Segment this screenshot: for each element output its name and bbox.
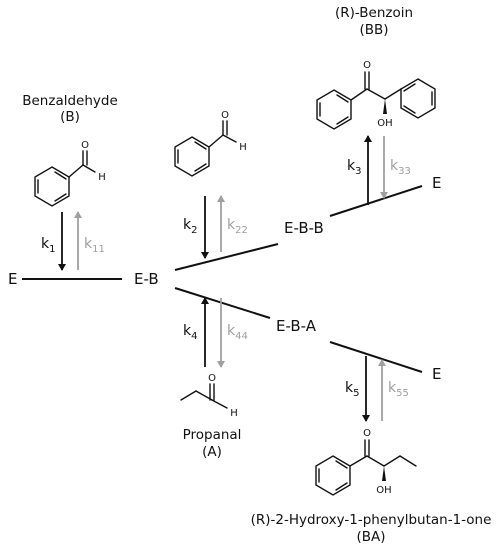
- k44-sub: 44: [235, 331, 248, 342]
- k5-sub: 5: [353, 388, 359, 399]
- k2-sub: 2: [191, 225, 197, 236]
- benzaldehyde-structure-left: O H: [34, 140, 106, 207]
- label-k4: k4: [183, 323, 197, 342]
- label-k5: k5: [345, 380, 359, 399]
- benzaldehyde-abbr: (B): [60, 109, 80, 125]
- k4-base: k: [183, 323, 192, 339]
- label-k44: k44: [227, 323, 248, 342]
- species-e-lower-right: E: [432, 365, 441, 383]
- benzene-ring-right: [400, 78, 436, 119]
- species-eb: E-B: [134, 270, 159, 288]
- k33-base: k: [390, 158, 399, 174]
- propanal-structure: O H: [180, 373, 238, 419]
- k3-sub: 3: [355, 166, 361, 177]
- k3-base: k: [347, 158, 356, 174]
- aldehyde-hydrogen-atom: H: [98, 172, 106, 183]
- hpp-name: (R)-2-Hydroxy-1-phenylbutan-1-one: [251, 512, 492, 528]
- benzoin-name: (R)-Benzoin: [335, 5, 413, 21]
- carbonyl-oxygen-atom: O: [363, 428, 371, 439]
- k44-base: k: [227, 323, 236, 339]
- benzaldehyde-name: Benzaldehyde: [22, 93, 118, 109]
- benzoin-abbr: (BB): [359, 22, 388, 38]
- branch-eb-to-eba: [174, 287, 271, 319]
- label-k55: k55: [388, 380, 409, 399]
- benzene-ring: [174, 136, 210, 177]
- k33-sub: 33: [398, 166, 411, 177]
- label-k11: k11: [84, 236, 105, 255]
- k2-base: k: [183, 217, 192, 233]
- k55-base: k: [388, 380, 397, 396]
- species-e-upper-right: E: [432, 174, 441, 192]
- hpp-abbr: (BA): [356, 529, 385, 545]
- k55-sub: 55: [396, 388, 409, 399]
- propanal-abbr: (A): [202, 444, 222, 460]
- k5-base: k: [345, 380, 354, 396]
- branch-eba-to-e: [329, 341, 423, 373]
- aldehyde-hydrogen-atom: H: [230, 408, 238, 419]
- aldehyde-oxygen-atom: O: [81, 140, 89, 151]
- benzaldehyde-structure-center: O H: [174, 110, 247, 177]
- k11-sub: 11: [92, 244, 105, 255]
- k4-sub: 4: [191, 331, 197, 342]
- benzene-ring: [315, 455, 351, 496]
- benzoin-structure: O OH: [316, 60, 436, 130]
- species-e-left: E: [8, 270, 17, 288]
- hydroxyl-group: OH: [377, 118, 392, 129]
- species-ebb: E-B-B: [284, 219, 324, 237]
- label-k3: k3: [347, 158, 361, 177]
- aldehyde-oxygen-atom: O: [221, 110, 229, 121]
- k22-sub: 22: [235, 225, 248, 236]
- species-eba: E-B-A: [276, 317, 317, 335]
- branch-eb-to-ebb: [174, 243, 279, 271]
- k11-base: k: [84, 236, 93, 252]
- hydroxyl-group: OH: [376, 485, 391, 496]
- k1-base: k: [41, 236, 50, 252]
- k22-base: k: [227, 217, 236, 233]
- branch-ebb-to-e: [329, 185, 423, 217]
- carbonyl-oxygen-atom: O: [363, 60, 371, 71]
- k1-sub: 1: [49, 244, 55, 255]
- aldehyde-oxygen-atom: O: [208, 373, 216, 384]
- benzene-ring-left: [316, 89, 352, 130]
- aldehyde-hydrogen-atom: H: [239, 142, 247, 153]
- propanal-name: Propanal: [183, 427, 242, 443]
- stereo-wedge: [382, 466, 386, 481]
- label-k2: k2: [183, 217, 197, 236]
- benzene-ring: [34, 166, 70, 207]
- label-k33: k33: [390, 158, 411, 177]
- label-k1: k1: [41, 236, 55, 255]
- stereo-wedge: [383, 99, 387, 114]
- label-k22: k22: [227, 217, 248, 236]
- hpp-structure: O OH: [315, 428, 417, 496]
